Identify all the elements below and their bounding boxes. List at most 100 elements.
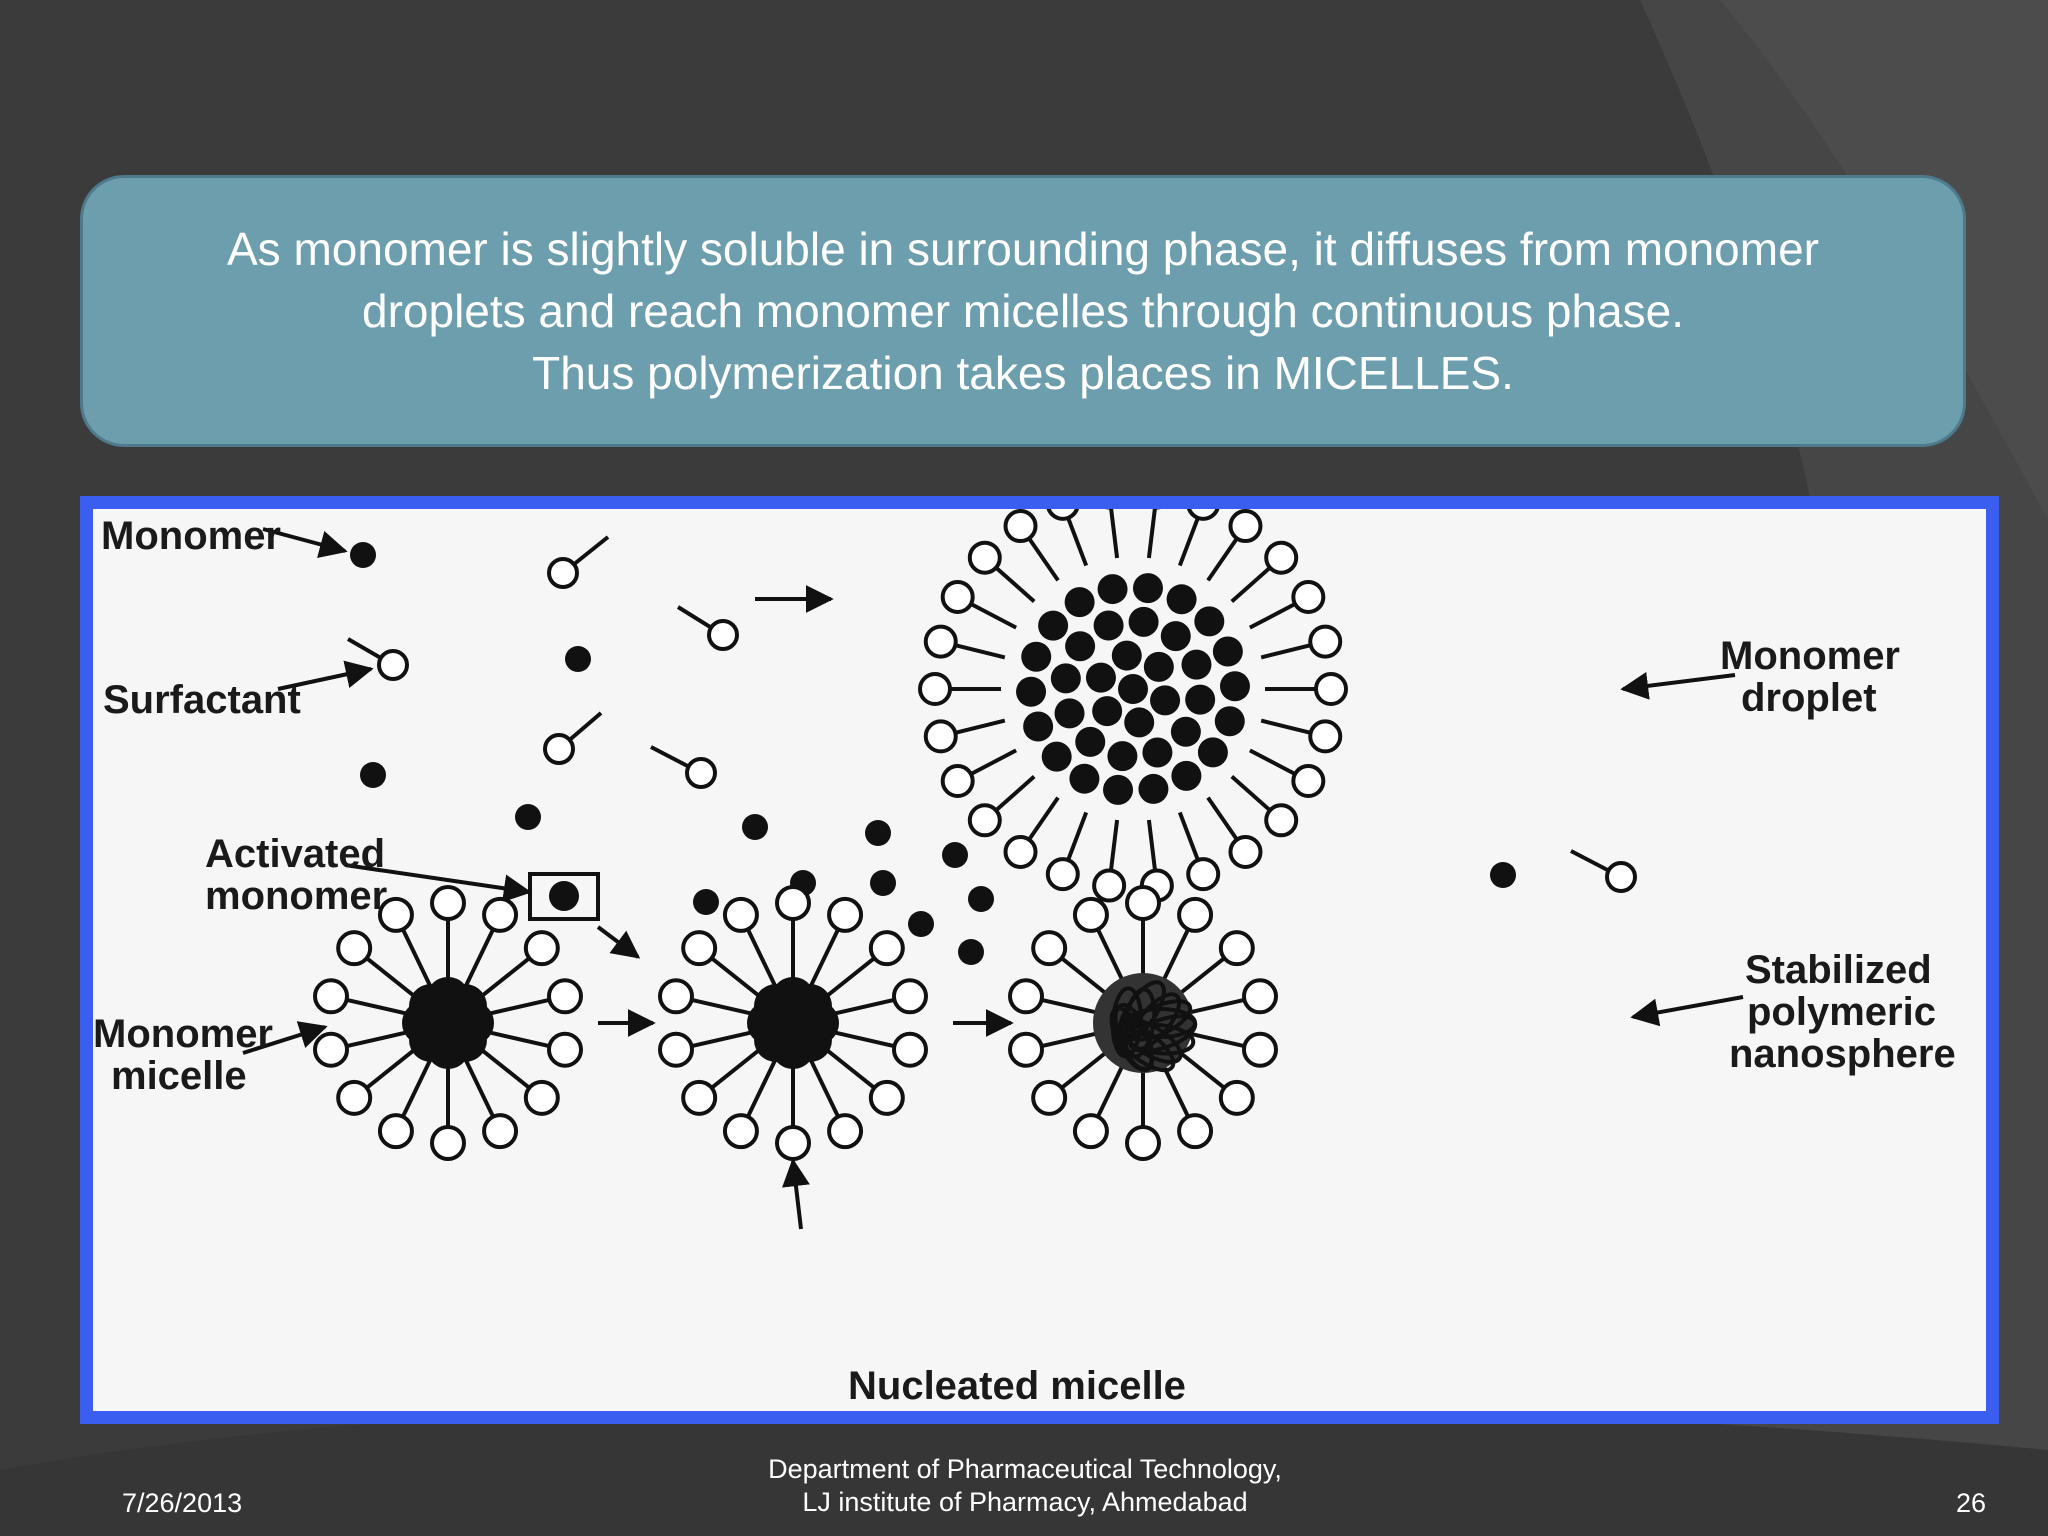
arrow — [277, 660, 374, 691]
monomer-dot — [360, 762, 386, 788]
surfactant-head — [523, 1079, 560, 1116]
surfactant-head — [523, 930, 560, 967]
surfactant-head — [681, 930, 718, 967]
monomer-dot — [1023, 711, 1054, 742]
surfactant-head — [1092, 868, 1127, 903]
surfactant-head — [1241, 978, 1278, 1015]
footer-department: Department of Pharmaceutical Technology,… — [700, 1453, 1350, 1519]
monomer-dot — [742, 814, 768, 840]
surfactant-head — [1291, 579, 1326, 614]
surfactant-head — [722, 1113, 759, 1150]
label-monomer: Monomer — [101, 514, 281, 558]
surfactant-head — [1177, 1113, 1214, 1150]
surfactant-head — [377, 649, 409, 681]
surfactant-head — [1291, 764, 1326, 799]
arrow — [242, 1021, 328, 1055]
surfactant-head — [707, 619, 739, 651]
label-activated-2: monomer — [205, 874, 387, 918]
surfactant-head — [891, 978, 928, 1015]
monomer-dot — [1124, 707, 1155, 738]
monomer-dot — [1085, 662, 1116, 693]
monomer-dot — [549, 881, 579, 911]
surfactant-head — [827, 896, 864, 933]
monomer-dot — [1092, 696, 1123, 727]
surfactant-head — [658, 1031, 695, 1068]
polymerization-diagram: Monomer Surfactant Activated monomer Mon… — [93, 509, 1986, 1411]
surfactant-head — [1008, 1031, 1045, 1068]
arrow — [1620, 671, 1736, 700]
monomer-dot — [958, 939, 984, 965]
footer-date: 7/26/2013 — [122, 1488, 243, 1518]
surfactant-head — [1308, 719, 1343, 754]
surfactant-head — [923, 719, 958, 754]
surfactant-head — [685, 757, 717, 789]
monomer-dot — [865, 820, 891, 846]
monomer-dot — [1103, 774, 1134, 805]
surfactant-head — [967, 540, 1002, 575]
surfactant-head — [1072, 1113, 1109, 1150]
label-stabilized-1: Stabilized — [1745, 948, 1932, 992]
monomer-dot — [870, 870, 896, 896]
micelle-core — [410, 985, 486, 1061]
surfactant-head — [430, 885, 466, 921]
monomer-dot — [1118, 674, 1148, 704]
surfactant-head — [546, 1031, 583, 1068]
callout-box: As monomer is slightly soluble in surrou… — [80, 175, 1966, 447]
surfactant-head — [1218, 930, 1255, 967]
surfactant-head — [1314, 672, 1348, 706]
surfactant-head — [1186, 857, 1221, 892]
arrow — [782, 1158, 810, 1230]
surfactant-head — [547, 557, 579, 589]
label-monomer-droplet-1: Monomer — [1720, 634, 1900, 678]
label-monomer-micelle-1: Monomer — [93, 1012, 273, 1056]
surfactant-head — [868, 1079, 905, 1116]
surfactant-head — [1031, 1079, 1068, 1116]
label-nucleated-micelle: Nucleated micelle — [848, 1364, 1186, 1408]
surfactant-head — [722, 896, 759, 933]
arrow — [262, 527, 348, 558]
footer-department-line-1: Department of Pharmaceutical Technology, — [768, 1454, 1282, 1484]
monomer-dot — [1069, 763, 1100, 794]
monomer-dot — [515, 804, 541, 830]
surfactant-head — [967, 803, 1002, 838]
surfactant-head — [1264, 540, 1299, 575]
monomer-dot — [1194, 606, 1225, 637]
callout-line-1: As monomer is slightly soluble in surrou… — [227, 223, 1819, 275]
label-surfactant: Surfactant — [103, 678, 301, 722]
surfactant-head — [1031, 930, 1068, 967]
footer-page-number: 26 — [1955, 1488, 1986, 1518]
monomer-dot — [1166, 584, 1197, 615]
surfactant-head — [1125, 1125, 1161, 1161]
surfactant-head — [313, 1031, 350, 1068]
surfactant-head — [1228, 834, 1263, 869]
surfactant-head — [775, 885, 811, 921]
monomer-dot — [565, 646, 591, 672]
monomer-dot — [1197, 737, 1228, 768]
surfactant-head — [546, 978, 583, 1015]
surfactant-head — [1605, 861, 1637, 893]
surfactant-head — [918, 672, 952, 706]
surfactant-head — [940, 764, 975, 799]
monomer-dot — [350, 542, 376, 568]
monomer-dot — [1065, 631, 1096, 662]
surfactant-head — [482, 896, 519, 933]
surfactant-head — [543, 733, 575, 765]
surfactant-head — [1187, 509, 1220, 521]
surfactant-head — [1177, 896, 1214, 933]
monomer-dot — [1143, 651, 1174, 682]
surfactant-head — [1264, 803, 1299, 838]
monomer-dot — [1107, 741, 1138, 772]
label-monomer-micelle-2: micelle — [111, 1054, 247, 1098]
monomer-dot — [1185, 684, 1216, 715]
surfactant-head — [430, 1125, 466, 1161]
monomer-dot — [1160, 621, 1191, 652]
surfactant-head — [1046, 509, 1079, 521]
monomer-dot — [942, 842, 968, 868]
label-monomer-droplet-2: droplet — [1741, 676, 1877, 720]
monomer-dot — [1132, 573, 1163, 604]
surfactant-tail — [1109, 509, 1120, 559]
monomer-dot — [1170, 716, 1201, 747]
monomer-dot — [1181, 649, 1212, 680]
callout-line-3: Thus polymerization takes places in MICE… — [532, 347, 1514, 399]
label-activated-1: Activated — [205, 832, 385, 876]
